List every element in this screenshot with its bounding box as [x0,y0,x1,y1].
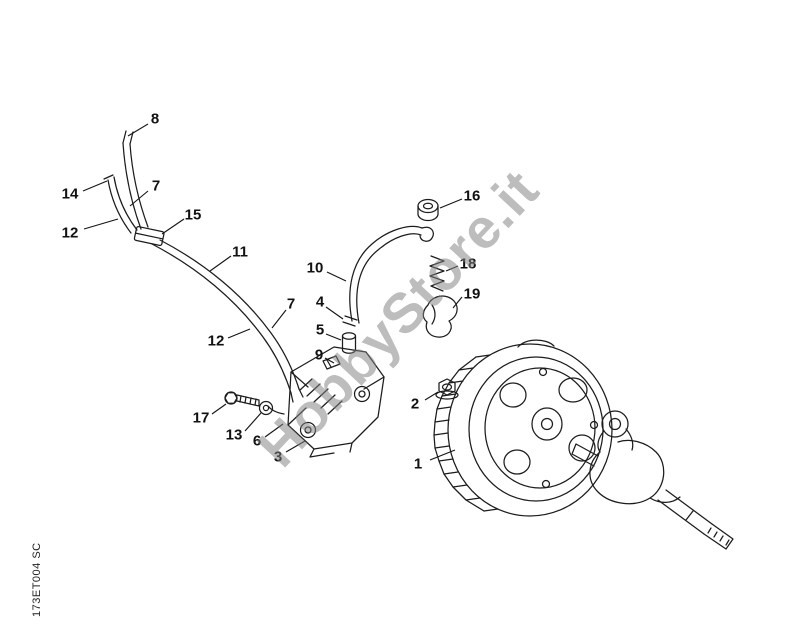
washer-drawing [258,400,274,416]
callout-10: 10 [307,260,347,282]
callout-18-leader [445,265,459,272]
callout-12-mid-label: 12 [208,333,225,350]
callout-3-label: 3 [274,449,282,466]
spring-drawing [429,255,445,292]
callout-7-top-label: 7 [152,178,160,195]
callout-13-label: 13 [226,427,243,444]
callout-13: 13 [226,412,262,444]
callout-3: 3 [274,440,306,466]
clip-drawing [322,355,341,370]
callout-2: 2 [411,391,439,413]
exploded-view-drawing [103,130,734,550]
callout-13-leader [244,412,262,432]
callout-5-label: 5 [316,322,324,339]
callout-6-leader [264,423,284,438]
callout-8-leader [127,123,149,137]
callout-11: 11 [209,244,248,272]
doc-code: 173ET004 SC [31,542,43,617]
callout-15: 15 [161,207,202,235]
callout-18: 18 [445,256,477,273]
boot-drawing [422,295,458,338]
callout-2-label: 2 [411,396,419,413]
callout-1: 1 [414,449,456,473]
callout-15-leader [161,218,185,235]
callout-7-top-leader [129,190,149,207]
callout-7-mid-leader [271,309,287,329]
callout-7-mid: 7 [271,296,295,329]
callout-12-mid-leader [227,328,251,339]
callout-8-label: 8 [151,111,159,128]
callout-15-label: 15 [185,207,202,224]
wire-clamp-drawing [133,226,165,247]
callout-11-leader [209,255,232,272]
callout-11-label: 11 [232,244,248,261]
callout-12-top-leader [83,218,119,230]
callout-6-label: 6 [253,433,261,450]
callout-4: 4 [316,294,344,320]
callout-12-top: 12 [62,218,119,242]
terminal-sleeve-drawing [341,332,357,354]
callout-5-leader [325,333,342,341]
callout-14: 14 [62,180,108,203]
callout-4-label: 4 [316,294,325,311]
spark-plug-wire-drawing [342,225,435,327]
callout-10-leader [326,271,347,282]
callout-12-mid: 12 [208,328,251,350]
crankshaft-drawing [571,410,734,550]
callout-5: 5 [316,322,342,341]
callout-18-label: 18 [460,256,477,273]
flywheel-drawing [433,339,613,517]
screw-drawing [224,391,260,407]
callout-4-leader [325,306,344,320]
callout-14-label: 14 [62,186,79,203]
callout-16-label: 16 [464,188,481,205]
callout-16-leader [439,198,463,209]
callout-7-mid-label: 7 [287,296,295,313]
callout-19-label: 19 [464,286,481,303]
callouts: 8 14 7 12 15 11 [62,111,481,473]
callout-17-leader [211,403,227,415]
callout-10-label: 10 [307,260,324,277]
callout-7-top: 7 [129,178,160,207]
callout-12-top-label: 12 [62,225,79,242]
callout-16: 16 [439,188,481,209]
callout-2-leader [424,391,439,401]
callout-19-leader [452,296,463,309]
callout-9-label: 9 [315,347,323,364]
callout-6: 6 [253,423,284,450]
callout-8: 8 [127,111,159,137]
callout-9: 9 [315,347,335,364]
callout-1-label: 1 [414,456,422,473]
callout-17: 17 [193,403,227,427]
callout-17-label: 17 [193,410,210,427]
callout-1-leader [429,449,456,461]
ignition-wires-drawing [103,130,304,415]
callout-14-leader [82,180,108,192]
callout-3-leader [285,440,306,453]
callout-9-leader [324,357,335,364]
callout-19: 19 [452,286,481,309]
ignition-module-drawing [287,346,385,458]
grommet-drawing [417,198,439,222]
